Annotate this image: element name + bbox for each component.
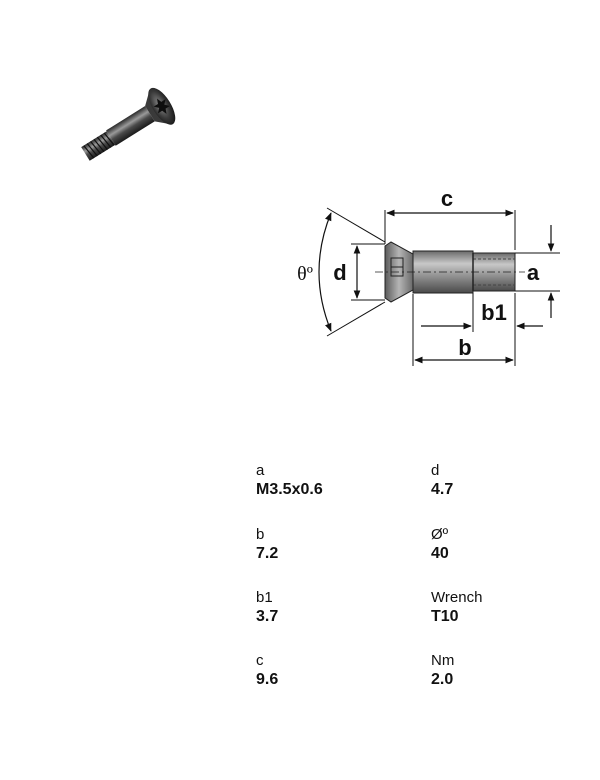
spec-value: 40	[431, 545, 449, 562]
dimension-b: b	[412, 294, 516, 366]
dimension-c: c	[384, 186, 516, 250]
spec-label: Nm	[431, 652, 455, 669]
spec-value: T10	[431, 608, 459, 625]
spec-b: b 7.2	[256, 526, 426, 564]
spec-c: c 9.6	[256, 652, 426, 690]
dimension-theta: θº	[297, 207, 386, 337]
spec-label: Wrench	[431, 589, 483, 606]
dimension-d: d	[333, 243, 385, 301]
spec-value: M3.5x0.6	[256, 481, 323, 498]
dimension-b-label: b	[458, 335, 471, 360]
spec-value: 9.6	[256, 671, 279, 688]
dimension-b1-label: b1	[481, 300, 507, 325]
dimension-b1: b1	[421, 293, 543, 332]
screw-photo	[81, 87, 176, 161]
spec-value: 3.7	[256, 608, 279, 625]
spec-d: d 4.7	[431, 462, 600, 500]
spec-label: Øº	[431, 526, 449, 543]
spec-value: 2.0	[431, 671, 454, 688]
spec-wrench: Wrench T10	[431, 589, 600, 627]
spec-label: d	[431, 462, 440, 479]
spec-label: b1	[256, 589, 273, 606]
spec-label: b	[256, 526, 265, 543]
dimension-c-label: c	[441, 186, 453, 211]
spec-b1: b1 3.7	[256, 589, 426, 627]
spec-table: a M3.5x0.6 d 4.7 b 7.2 Øº 40 b1 3.7 Wren…	[256, 462, 556, 702]
spec-torque: Nm 2.0	[431, 652, 600, 690]
spec-label: a	[256, 462, 265, 479]
dimension-a: a	[515, 225, 560, 318]
spec-value: 7.2	[256, 545, 279, 562]
spec-angle: Øº 40	[431, 526, 600, 564]
spec-value: 4.7	[431, 481, 454, 498]
spec-label: c	[256, 652, 264, 669]
dimension-a-label: a	[527, 260, 540, 285]
dimension-theta-label: θº	[297, 263, 313, 285]
spec-a: a M3.5x0.6	[256, 462, 426, 500]
dimension-d-label: d	[333, 260, 346, 285]
screw-side-view	[375, 241, 525, 303]
screw-dimension-drawing: c a d θº b1 b	[297, 186, 560, 366]
